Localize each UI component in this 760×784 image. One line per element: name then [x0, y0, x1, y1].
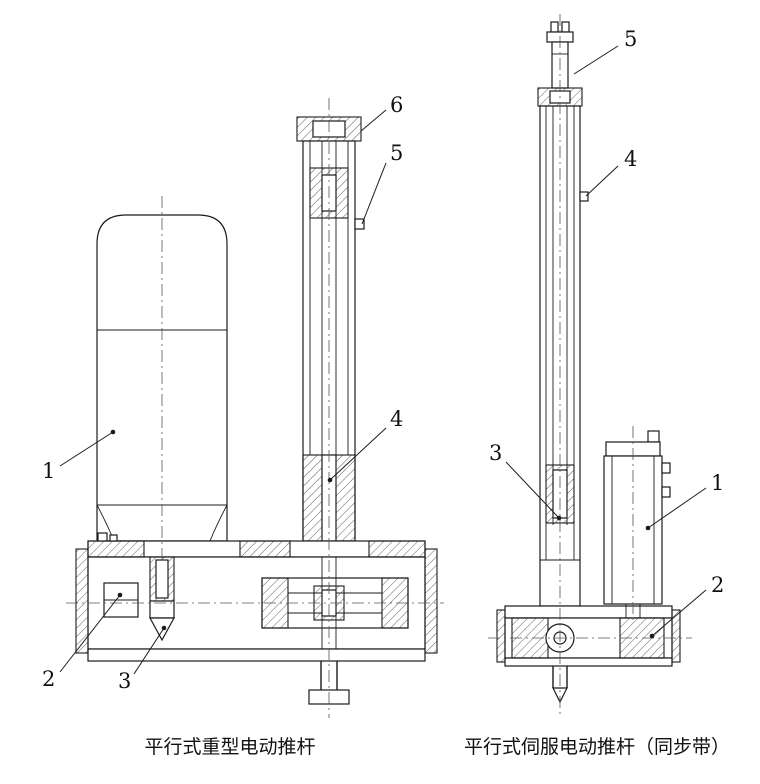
- leader-line-right-4: [585, 165, 619, 197]
- left-assembly: [66, 98, 444, 718]
- leader-line-left-3: [133, 627, 165, 675]
- callout-label: 3: [118, 669, 131, 693]
- callout-label: 4: [624, 147, 637, 171]
- callout-label: 1: [711, 471, 724, 495]
- left-base-bolt: [97, 532, 108, 542]
- leader-line-left-6: [360, 109, 387, 132]
- leader-line-left-5: [361, 162, 387, 225]
- leader-line-left-4: [329, 427, 387, 481]
- callout-label: 6: [390, 93, 403, 117]
- leader-line-right-1: [647, 487, 707, 529]
- callout-label: 5: [390, 141, 403, 165]
- right-motor-bolt: [661, 462, 671, 474]
- left-side-port: [354, 218, 365, 230]
- right-actuator-tube: [537, 87, 589, 607]
- left-callouts: 6 5 4 1 2 3: [42, 93, 403, 693]
- callout-label: 4: [390, 407, 403, 431]
- right-output-tip: [552, 666, 568, 704]
- right-assembly: [488, 14, 692, 716]
- left-base-bolt-2: [109, 534, 118, 542]
- leader-line-left-2: [59, 594, 121, 673]
- right-motor-bolt-2: [661, 486, 671, 498]
- right-motor-connector: [647, 430, 660, 443]
- right-callouts: 5 4 3 1 2: [489, 27, 724, 639]
- caption-right: 平行式伺服电动推杆（同步带）: [464, 736, 730, 758]
- callout-label: 2: [711, 573, 724, 597]
- left-gearbox-base: [75, 532, 438, 662]
- caption-left: 平行式重型电动推杆: [144, 736, 315, 758]
- right-servo-motor: [603, 430, 671, 605]
- leader-line-right-5: [573, 45, 619, 75]
- callout-label: 3: [489, 441, 502, 465]
- callout-label: 2: [42, 667, 55, 691]
- right-side-port: [579, 191, 589, 202]
- leader-line-right-3: [505, 461, 560, 519]
- leader-line-left-1: [59, 431, 114, 467]
- callout-label: 5: [624, 27, 637, 51]
- leader-line-right-2: [651, 589, 707, 637]
- callout-label: 1: [42, 459, 55, 483]
- left-actuator-tube: [296, 116, 365, 542]
